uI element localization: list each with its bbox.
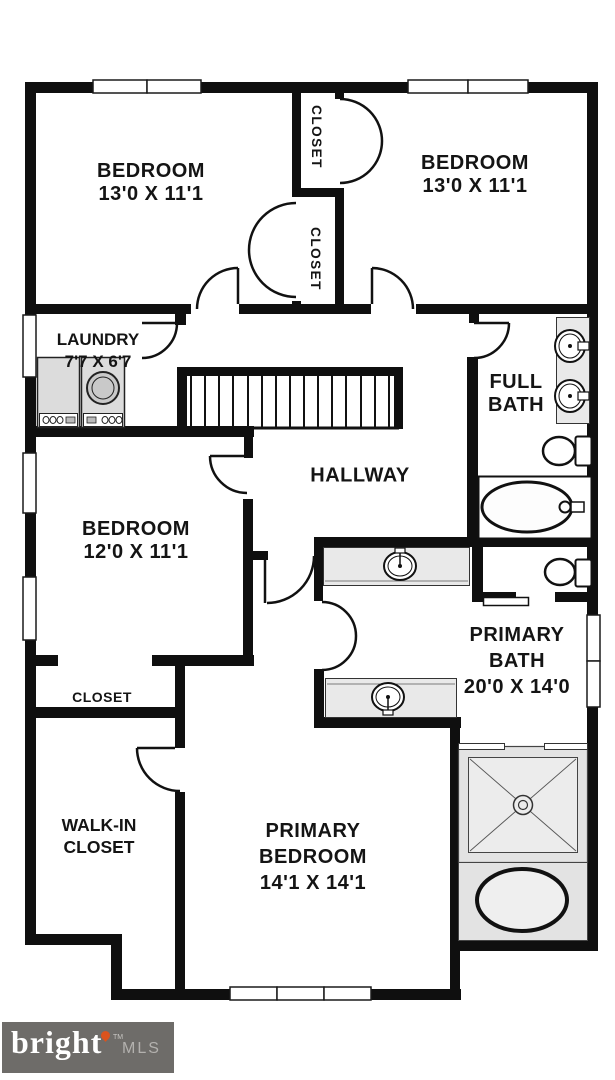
room-dimensions: 20'0 X 14'0 [463, 676, 571, 698]
room-dimensions: 7'7 X 6'7 [64, 352, 132, 371]
room-label-hallway: HALLWAY [310, 465, 409, 488]
room-name: CLOSET [63, 837, 135, 857]
windows [22, 79, 601, 1001]
bright-mls-logo-inner: bright TM MLS [2, 1022, 174, 1073]
sink-icon [554, 329, 590, 363]
room-dimensions: 13'0 X 11'1 [98, 183, 204, 205]
room-name: CLOSET [72, 688, 132, 705]
toilet-icon [541, 435, 593, 467]
full-bath-vanity [554, 317, 590, 424]
washer-icon [36, 356, 81, 429]
room-label-closet-top: CLOSET [308, 105, 324, 169]
room-name: BATH [488, 650, 546, 672]
room-name: WALK-IN [61, 815, 137, 835]
room-name: BEDROOM [97, 160, 205, 182]
freestanding-tub-icon [458, 862, 588, 941]
shower-icon [457, 743, 589, 864]
room-name: PRIMARY [469, 624, 565, 646]
window [407, 79, 529, 94]
sink-icon [371, 682, 405, 716]
door-walk-in-closet [135, 746, 181, 793]
double-door-closet-mid [247, 201, 297, 299]
doors [135, 97, 546, 793]
bright-mls-logo: bright TM MLS [2, 1022, 174, 1073]
dryer-icon [80, 356, 126, 429]
window [92, 79, 202, 94]
room-name: BEDROOM [421, 152, 529, 174]
door-full-bath [473, 321, 511, 360]
window [22, 314, 37, 378]
room-name: HALLWAY [310, 464, 410, 487]
toilet-icon [543, 557, 593, 588]
room-label-laundry: LAUNDRY 7'7 X 6'7 [57, 329, 139, 373]
room-label-bedroom-top-left: BEDROOM 13'0 X 11'1 [97, 160, 205, 206]
room-label-full-bath: FULL BATH [488, 371, 544, 417]
sink-icon [554, 379, 590, 413]
room-label-bedroom-top-right: BEDROOM 13'0 X 11'1 [421, 152, 529, 198]
room-name: CLOSET [308, 105, 324, 169]
window [22, 452, 37, 514]
bathtub-icon [477, 475, 593, 540]
primary-vanity-south [325, 678, 457, 718]
room-label-bedroom-mid-left: BEDROOM 12'0 X 11'1 [82, 518, 190, 564]
double-door-primary-bath [321, 600, 358, 672]
room-name: BEDROOM [259, 846, 367, 868]
room-name: LAUNDRY [56, 330, 140, 349]
door-bedroom-top-right [370, 266, 415, 310]
pocket-door-water-closet [482, 596, 530, 607]
door-laundry [141, 321, 179, 360]
room-name: BATH [487, 394, 545, 416]
window [229, 986, 372, 1001]
room-label-closet-small: CLOSET [72, 689, 132, 705]
room-label-walk-in-closet: WALK-IN CLOSET [62, 814, 137, 858]
door-bedroom-top-left [195, 266, 240, 310]
room-label-closet-mid: CLOSET [307, 227, 323, 291]
room-name: PRIMARY [265, 820, 361, 842]
staircase [190, 376, 399, 430]
trademark-symbol: TM [113, 1034, 124, 1041]
sink-icon [383, 547, 417, 581]
room-dimensions: 12'0 X 11'1 [83, 541, 189, 563]
window [22, 576, 37, 641]
logo-wordmark: bright [11, 1024, 103, 1060]
room-label-primary-bedroom: PRIMARY BEDROOM 14'1 X 14'1 [259, 818, 367, 896]
room-label-primary-bath: PRIMARY BATH 20'0 X 14'0 [464, 622, 570, 700]
door-primary-bedroom [263, 555, 316, 605]
room-dimensions: 14'1 X 14'1 [259, 872, 367, 894]
room-dimensions: 13'0 X 11'1 [422, 175, 528, 197]
logo-suffix: MLS [122, 1040, 161, 1057]
room-name: CLOSET [307, 227, 323, 291]
room-name: FULL [489, 371, 543, 393]
door-bedroom-mid-left [208, 454, 248, 495]
window [586, 614, 601, 708]
room-name: BEDROOM [82, 518, 190, 540]
primary-vanity-north [323, 547, 470, 586]
double-door-closet-top [339, 97, 384, 185]
